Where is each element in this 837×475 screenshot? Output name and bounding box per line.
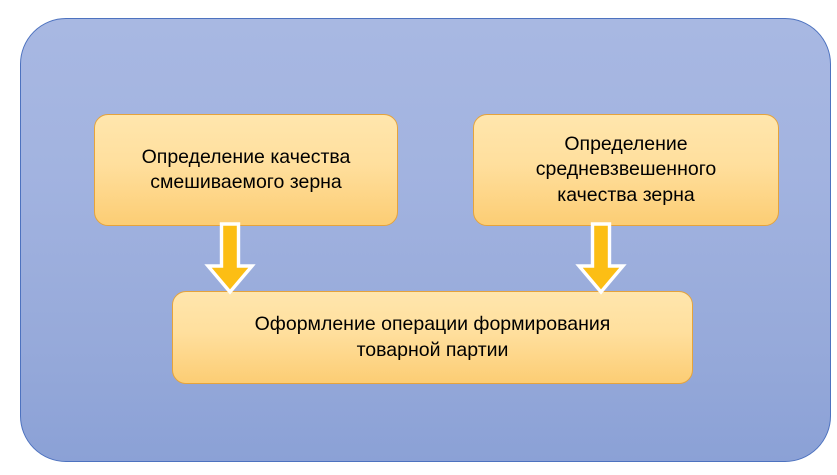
- process-box-label: Оформление операции формирования товарно…: [254, 313, 611, 361]
- process-box-weighted-average-quality[interactable]: Определение средневзвешенного качества з…: [473, 114, 779, 226]
- arrow-down-icon: [575, 222, 627, 295]
- process-box-label: Определение качества смешиваемого зерна: [141, 145, 351, 193]
- process-box-quality-mixed-grain[interactable]: Определение качества смешиваемого зерна: [94, 114, 398, 226]
- connector-arrow-left: [204, 222, 256, 296]
- process-panel: Определение качества смешиваемого зерна …: [20, 18, 831, 462]
- process-box-batch-formation[interactable]: Оформление операции формирования товарно…: [172, 291, 693, 384]
- connector-arrow-right: [575, 222, 627, 296]
- process-box-label: Определение средневзвешенного качества з…: [535, 132, 717, 206]
- arrow-down-icon: [204, 222, 256, 295]
